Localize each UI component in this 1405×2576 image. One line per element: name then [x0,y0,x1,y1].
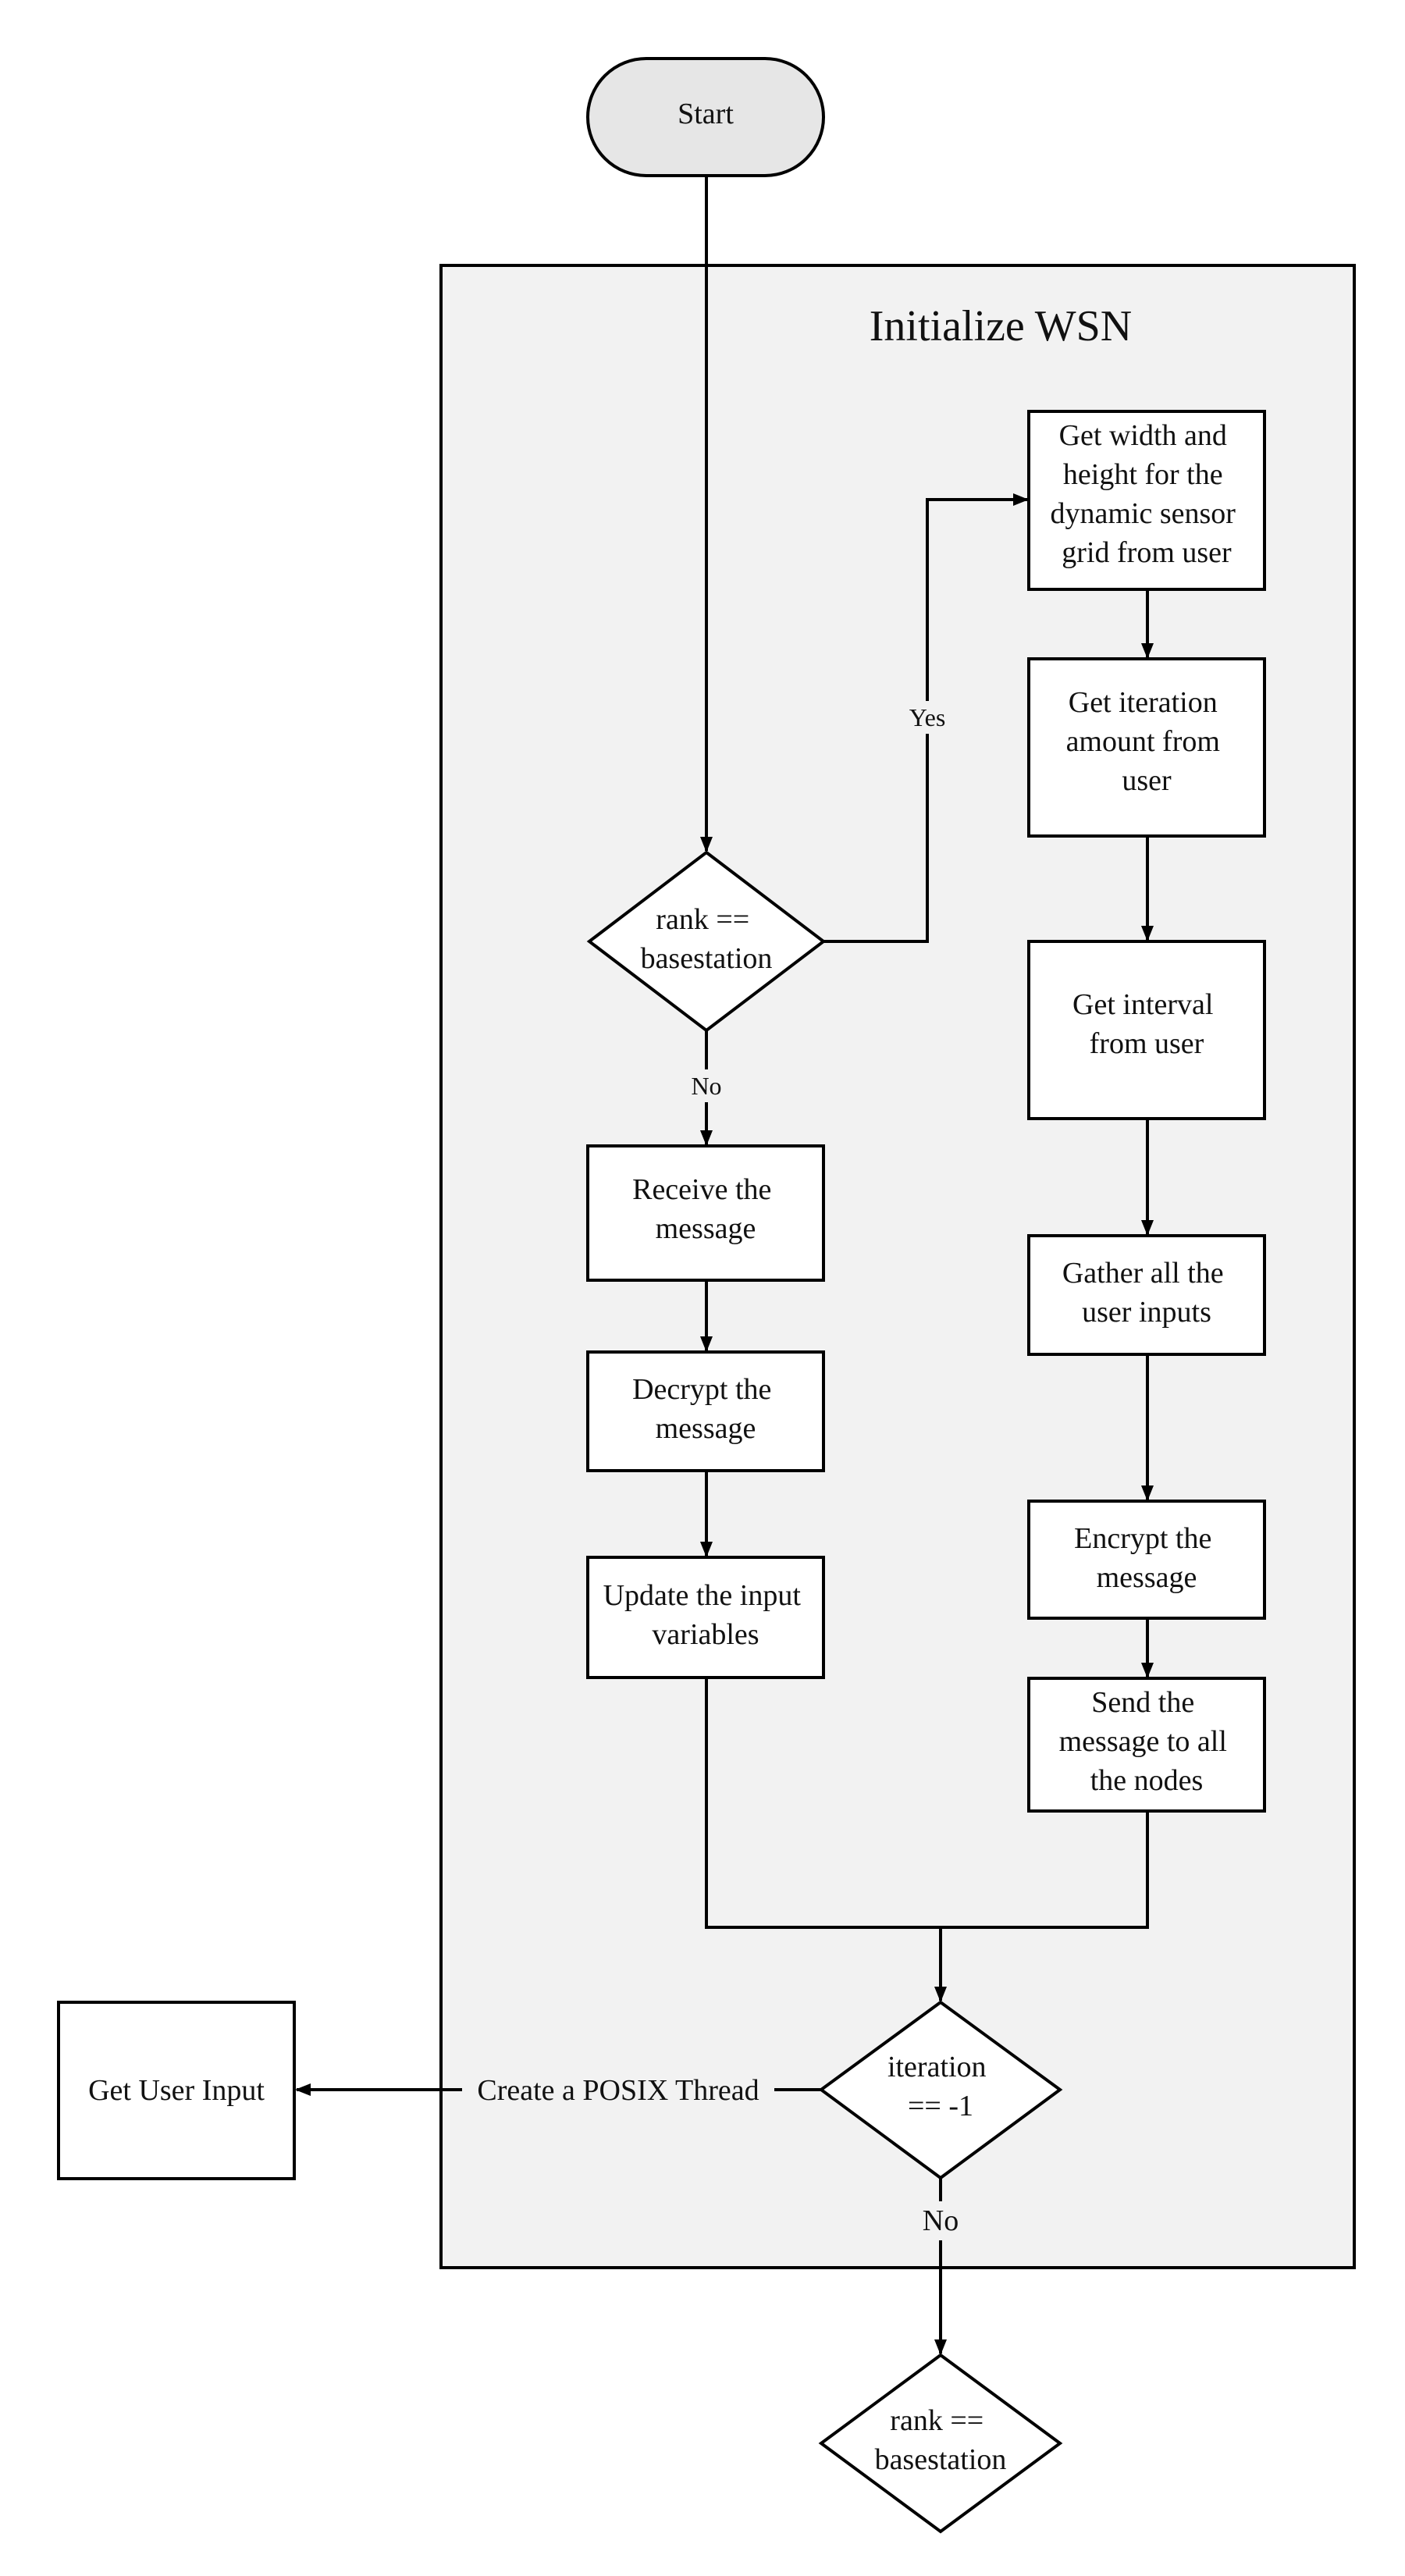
decision-rank-bottom-label: rank == basestation [875,2404,1007,2476]
node-encrypt-label: Encrypt the message [1074,1522,1219,1594]
node-update-vars-label: Update the input variables [603,1579,809,1651]
label-bg-yes [905,701,949,734]
decision-iteration [818,2000,1063,2180]
label-bg-posix [462,2070,774,2109]
decision-rank-top-label: rank == basestation [641,903,773,975]
label-bg-no-bottom [913,2201,968,2240]
edge-label-posix: Create a POSIX Thread [477,2074,759,2107]
node-send-message [1027,1677,1266,1813]
group-title: Initialize WSN [870,302,1132,350]
node-get-user-input [57,2001,296,2180]
node-receive [586,1144,825,1282]
node-get-interval-label: Get interval from user [1072,988,1221,1060]
edge-label-no-top: No [691,1072,721,1100]
start-terminal [586,57,825,177]
edge-label-no-bottom: No [923,2204,959,2237]
node-get-interval [1027,940,1266,1120]
node-decrypt [586,1350,825,1472]
node-gather-inputs-label: Gather all the user inputs [1062,1257,1231,1329]
decision-iteration-label: iteration == -1 [887,2051,994,2122]
label-bg-no-top [685,1069,728,1102]
node-get-width-height [1027,410,1266,591]
node-update-vars [586,1556,825,1679]
edge-send-to-merge [941,1811,1149,1929]
edge-label-yes: Yes [909,703,946,731]
node-decrypt-label: Decrypt the message [632,1373,779,1445]
start-label: Start [678,98,734,130]
node-encrypt [1027,1500,1266,1620]
edge-update-to-merge [705,1678,941,1929]
node-gather-inputs [1027,1234,1266,1356]
node-get-iteration-label: Get iteration amount from user [1066,686,1228,797]
node-send-message-label: Send the message to all the nodes [1059,1686,1235,1797]
node-receive-label: Receive the message [632,1173,779,1245]
decision-rank-top [586,850,827,1033]
node-get-user-input-label: Get User Input [88,2074,265,2107]
decision-rank-bottom [818,2353,1063,2534]
node-get-width-height-label: Get width and height for the dynamic sen… [1051,419,1243,569]
node-get-iteration [1027,657,1266,838]
